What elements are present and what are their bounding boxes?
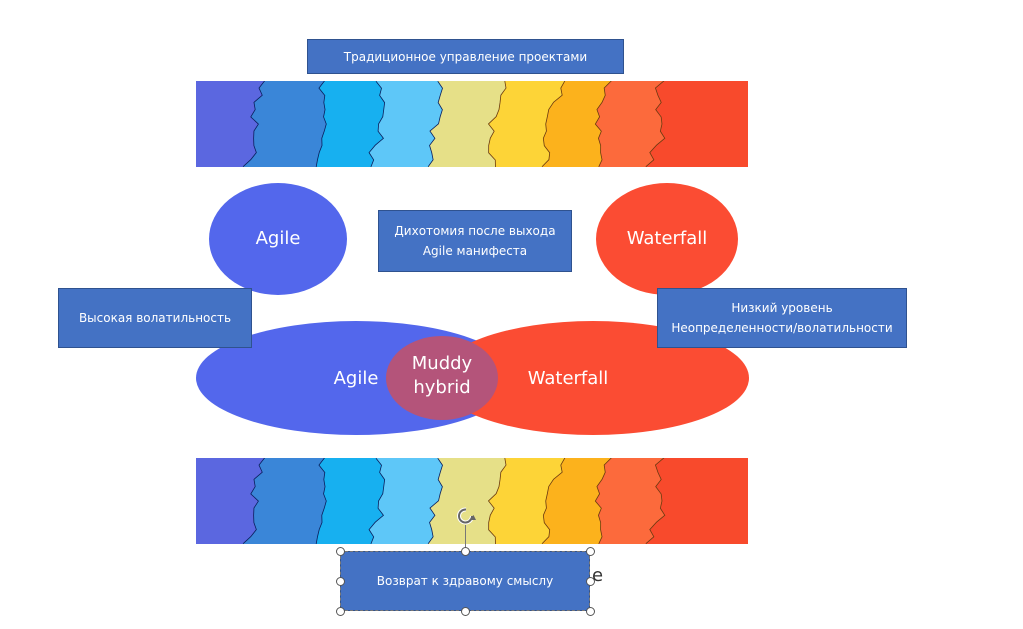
venn-hybrid-line-2: hybrid xyxy=(413,377,471,398)
strip-band xyxy=(316,458,386,544)
strip-band xyxy=(489,81,566,167)
high-volatility-box[interactable]: Высокая волатильность xyxy=(58,288,252,348)
strip-bands xyxy=(196,81,748,167)
high-volatility-label: Высокая волатильность xyxy=(78,311,232,325)
resize-handle-top-right[interactable] xyxy=(586,547,595,556)
spectrum-strip-top xyxy=(196,81,748,167)
strip-band xyxy=(316,81,386,167)
strip-band xyxy=(428,81,507,167)
venn-waterfall-ellipse xyxy=(437,321,749,435)
strip-seam xyxy=(427,458,444,544)
strip-band xyxy=(196,458,266,544)
venn-hybrid-line-1: Muddy xyxy=(411,353,473,374)
venn-diagram xyxy=(196,321,749,435)
waterfall-ellipse-top[interactable] xyxy=(595,182,739,296)
stray-text: е xyxy=(592,565,604,586)
dichotomy-box[interactable]: Дихотомия после выхода Agile манифеста xyxy=(378,210,572,272)
strip-band xyxy=(646,458,748,544)
venn-agile-label: Agile xyxy=(333,368,379,389)
strip-band xyxy=(369,458,443,544)
low-uncertainty-box[interactable]: Низкий уровень Неопределенности/волатиль… xyxy=(657,288,907,348)
resize-handle-right[interactable] xyxy=(586,577,595,586)
selection-outline xyxy=(340,551,590,611)
common-sense-label: Возврат к здравому смыслу xyxy=(376,574,554,588)
common-sense-box[interactable]: Возврат к здравому смыслу xyxy=(340,551,590,611)
spectrum-strip-bottom xyxy=(196,458,748,544)
dichotomy-line-1: Дихотомия после выхода xyxy=(394,224,556,238)
traditional-pm-box[interactable]: Традиционное управление проектами xyxy=(307,39,624,74)
waterfall-label-top: Waterfall xyxy=(626,228,708,249)
resize-handle-bottom[interactable] xyxy=(461,607,470,616)
resize-handle-bottom-left[interactable] xyxy=(336,607,345,616)
strip-seam xyxy=(645,81,667,167)
strip-band xyxy=(542,458,612,544)
resize-handle-top-left[interactable] xyxy=(336,547,345,556)
low-uncertainty-line-2: Неопределенности/волатильности xyxy=(671,321,893,335)
strip-band xyxy=(542,81,612,167)
venn-hybrid-overlap xyxy=(386,336,498,420)
strip-band xyxy=(646,81,748,167)
strip-seam xyxy=(645,458,667,544)
strip-band xyxy=(595,458,666,544)
strip-band xyxy=(196,81,266,167)
rotate-handle-icon[interactable] xyxy=(455,505,477,527)
venn-waterfall-label: Waterfall xyxy=(527,368,609,389)
strip-band xyxy=(428,458,507,544)
agile-ellipse-top[interactable] xyxy=(208,182,348,296)
resize-handle-bottom-right[interactable] xyxy=(586,607,595,616)
strip-band xyxy=(369,81,443,167)
strip-band xyxy=(595,81,666,167)
dichotomy-line-2: Agile манифеста xyxy=(422,244,528,258)
venn-hybrid-label: Muddy hybrid xyxy=(400,352,484,400)
resize-handle-left[interactable] xyxy=(336,577,345,586)
strip-bands xyxy=(196,458,748,544)
strip-band xyxy=(243,81,327,167)
low-uncertainty-line-1: Низкий уровень xyxy=(731,301,833,315)
resize-handle-top[interactable] xyxy=(461,547,470,556)
traditional-pm-label: Традиционное управление проектами xyxy=(343,49,588,64)
strip-band xyxy=(243,458,327,544)
agile-label-top: Agile xyxy=(255,228,301,249)
rotate-connector xyxy=(465,525,466,551)
strip-band xyxy=(489,458,566,544)
